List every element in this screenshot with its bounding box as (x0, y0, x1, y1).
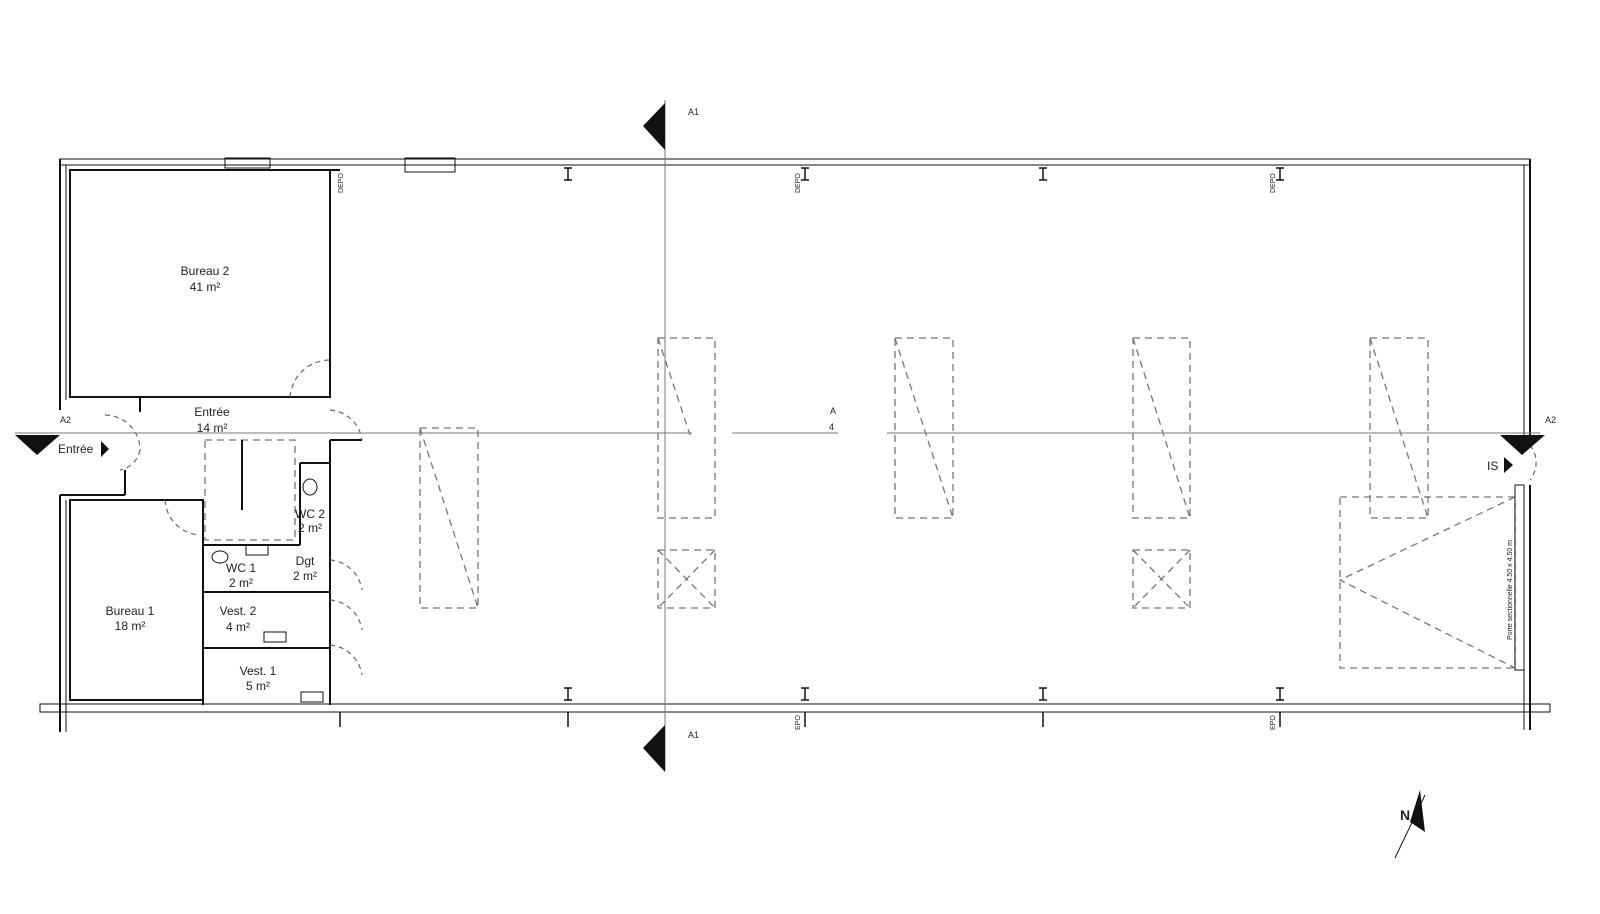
room-area: 4 m² (226, 620, 250, 634)
room-name: Bureau 2 (181, 264, 230, 278)
room-area: 41 m² (190, 280, 221, 294)
room-name: WC 1 (226, 561, 256, 575)
svg-text:Entrée: Entrée (58, 442, 94, 456)
room-name: Dgt (296, 554, 315, 568)
outer-walls (39, 157, 1551, 732)
room-area: 2 m² (229, 576, 253, 590)
bureau-1-walls (69, 499, 204, 701)
room-area: 2 m² (293, 569, 317, 583)
svg-text:DEPO: DEPO (338, 173, 345, 193)
service-core (104, 409, 363, 705)
section-a2-label: A2 (60, 415, 71, 425)
section-lines: A 4 (15, 100, 1540, 770)
is-label: IS (1487, 459, 1498, 473)
section-a1-label: A1 (688, 107, 699, 117)
sectional-door: Porte sectionnelle 4.50 x 4.50 m (1338, 444, 1537, 671)
svg-text:A: A (830, 406, 836, 416)
svg-text:EPO: EPO (795, 715, 802, 730)
room-labels: Bureau 2 41 m² Entrée 14 m² WC 2 2 m² WC… (106, 264, 326, 693)
bureau-2-walls (69, 169, 340, 412)
pillars (339, 167, 1284, 727)
svg-text:4: 4 (829, 422, 834, 432)
room-area: 2 m² (298, 521, 322, 535)
section-a1-label: A1 (688, 730, 699, 740)
svg-text:EPO: EPO (1270, 715, 1277, 730)
room-name: Vest. 2 (220, 604, 257, 618)
section-a2-label: A2 (1545, 415, 1556, 425)
room-area: 18 m² (115, 619, 146, 633)
entrance-marker: Entrée IS (58, 441, 1513, 473)
depo-labels: DEPO DEPO DEPO EPO EPO (338, 173, 1277, 730)
room-name: Entrée (194, 405, 230, 419)
room-name: Vest. 1 (240, 664, 277, 678)
section-markers: A1 A1 A2 A2 (15, 103, 1556, 772)
skylights (419, 337, 1429, 609)
north-arrow-icon: N (1394, 790, 1426, 859)
room-area: 5 m² (246, 679, 270, 693)
svg-text:DEPO: DEPO (1270, 173, 1277, 193)
room-area: 14 m² (197, 421, 228, 435)
room-name: WC 2 (295, 507, 325, 521)
svg-text:N: N (1400, 807, 1410, 823)
room-name: Bureau 1 (106, 604, 155, 618)
door-label: Porte sectionnelle 4.50 x 4.50 m (1507, 540, 1514, 640)
svg-text:DEPO: DEPO (795, 173, 802, 193)
